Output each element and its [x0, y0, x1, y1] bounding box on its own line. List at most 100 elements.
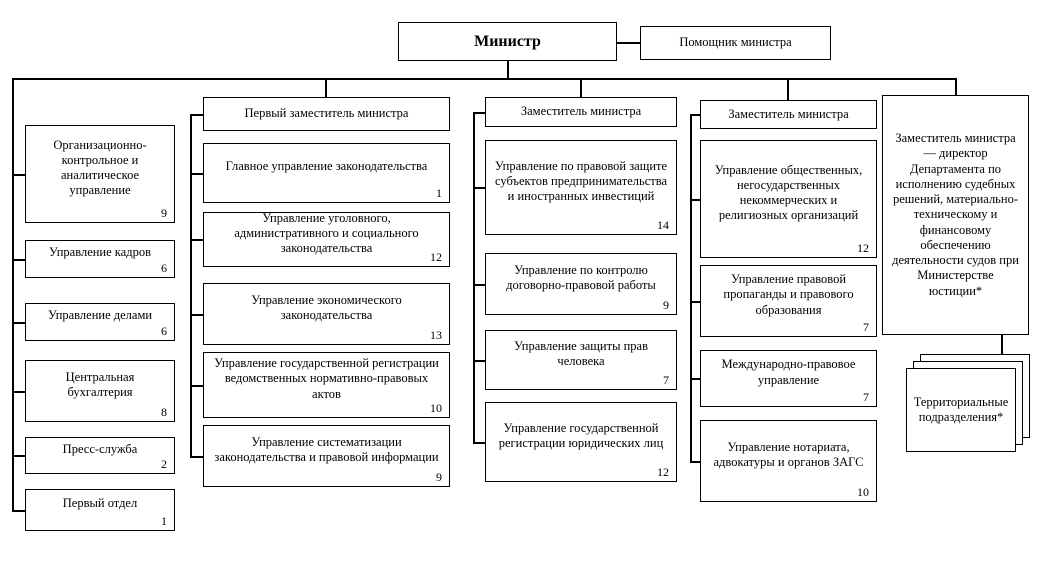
box-label: Управление по правовой защите субъектов …: [494, 158, 668, 204]
header-deputy-minister-1: Заместитель министра: [485, 97, 677, 127]
box-press-service: Пресс-служба 2: [25, 437, 175, 474]
box-label: Заместитель министра: [520, 104, 642, 119]
box-label: Международно-правовое управление: [721, 357, 856, 387]
connector-line: [473, 187, 485, 189]
box-central-accounting: Центральная бухгалтерия 8: [25, 360, 175, 422]
box-label: Управление государственной регистрации ю…: [498, 420, 664, 450]
staff-count: 8: [161, 405, 167, 420]
box-label: Центральная бухгалтерия: [65, 369, 135, 399]
box-label: Заместитель министра — директор Департам…: [892, 131, 1019, 298]
box-state-registration-normative-acts: Управление государственной регистрации в…: [203, 352, 450, 418]
box-label: Управление общественных, негосударственн…: [714, 162, 863, 223]
staff-count: 1: [161, 514, 167, 529]
box-label: Помощник министра: [679, 35, 792, 50]
connector-line: [12, 174, 25, 176]
connector-line: [473, 112, 485, 114]
box-label: Управление нотариата, адвокатуры и орган…: [713, 439, 864, 469]
box-label: Первый отдел: [62, 496, 138, 511]
connector-bus-line: [12, 78, 956, 80]
box-label: Территориальные подразделения*: [913, 394, 1009, 424]
box-label: Организационно-контрольное и аналитическ…: [53, 137, 147, 198]
box-minister-assistant: Помощник министра: [640, 26, 831, 60]
box-territorial-subdivisions: Территориальные подразделения*: [906, 368, 1016, 452]
connector-line: [473, 284, 485, 286]
box-label: Главное управление законодательства: [225, 159, 428, 174]
box-label: Пресс-служба: [62, 441, 138, 456]
connector-line: [12, 78, 14, 510]
box-criminal-admin-social-legislation: Управление уголовного, административного…: [203, 210, 450, 267]
box-international-legal: Международно-правовое управление 7: [700, 350, 877, 407]
box-label: Управление кадров: [48, 245, 151, 260]
connector-line: [955, 78, 957, 95]
box-label: Управление систематизации законодательст…: [214, 434, 439, 464]
staff-count: 9: [663, 298, 669, 313]
staff-count: 7: [863, 320, 869, 335]
staff-count: 12: [657, 465, 669, 480]
staff-count: 14: [657, 218, 669, 233]
staff-count: 10: [857, 485, 869, 500]
box-label: Управление государственной регистрации в…: [214, 356, 439, 401]
connector-line: [690, 199, 700, 201]
box-label: Управление защиты прав человека: [514, 338, 648, 368]
box-public-ngo-religious-orgs: Управление общественных, негосударственн…: [700, 140, 877, 258]
box-hr-department: Управление кадров 6: [25, 240, 175, 278]
box-label: Министр: [474, 32, 541, 50]
box-label: Управление по контролю договорно-правово…: [506, 262, 656, 292]
staff-count: 7: [663, 373, 669, 388]
staff-count: 9: [436, 470, 442, 485]
connector-line: [190, 114, 192, 456]
box-contract-legal-control: Управление по контролю договорно-правово…: [485, 253, 677, 315]
connector-line: [190, 456, 203, 458]
box-label: Управление уголовного, административного…: [234, 210, 419, 256]
connector-line: [787, 78, 789, 100]
staff-count: 1: [436, 186, 442, 201]
box-org-control-analytics: Организационно-контрольное и аналитическ…: [25, 125, 175, 223]
box-legal-entities-registration: Управление государственной регистрации ю…: [485, 402, 677, 482]
connector-line: [580, 78, 582, 97]
staff-count: 2: [161, 457, 167, 472]
staff-count: 13: [430, 328, 442, 343]
header-deputy-minister-director: Заместитель министра — директор Департам…: [882, 95, 1029, 335]
box-legislation-systematization: Управление систематизации законодательст…: [203, 425, 450, 487]
header-deputy-minister-2: Заместитель министра: [700, 100, 877, 129]
box-main-legislation-directorate: Главное управление законодательства 1: [203, 143, 450, 203]
connector-line: [12, 259, 25, 261]
box-label: Первый заместитель министра: [244, 106, 409, 121]
connector-line: [1001, 335, 1003, 354]
staff-count: 7: [863, 390, 869, 405]
connector-line: [190, 114, 203, 116]
box-human-rights-protection: Управление защиты прав человека 7: [485, 330, 677, 390]
connector-line: [690, 378, 700, 380]
connector-line: [507, 61, 509, 78]
connector-line: [190, 173, 203, 175]
box-economic-legislation: Управление экономического законодательст…: [203, 283, 450, 345]
connector-line: [473, 360, 485, 362]
staff-count: 10: [430, 401, 442, 416]
connector-line: [190, 314, 203, 316]
connector-line: [190, 385, 203, 387]
box-administration-department: Управление делами 6: [25, 303, 175, 341]
connector-line: [473, 112, 475, 442]
staff-count: 6: [161, 324, 167, 339]
box-label: Управление правовой пропаганды и правово…: [723, 272, 854, 317]
connector-line: [325, 78, 327, 97]
staff-count: 6: [161, 261, 167, 276]
box-label: Заместитель министра: [728, 106, 849, 121]
connector-line: [690, 114, 700, 116]
connector-line: [690, 461, 700, 463]
connector-line: [617, 42, 640, 44]
box-legal-propaganda-education: Управление правовой пропаганды и правово…: [700, 265, 877, 337]
connector-line: [12, 391, 25, 393]
connector-line: [190, 239, 203, 241]
connector-line: [12, 455, 25, 457]
header-first-deputy-minister: Первый заместитель министра: [203, 97, 450, 131]
connector-line: [12, 322, 25, 324]
connector-line: [690, 301, 700, 303]
box-notary-advocacy-zags: Управление нотариата, адвокатуры и орган…: [700, 420, 877, 502]
box-minister: Министр: [398, 22, 617, 61]
connector-line: [473, 442, 485, 444]
connector-line: [12, 510, 25, 512]
box-label: Управление делами: [47, 308, 153, 323]
connector-line: [690, 114, 692, 461]
